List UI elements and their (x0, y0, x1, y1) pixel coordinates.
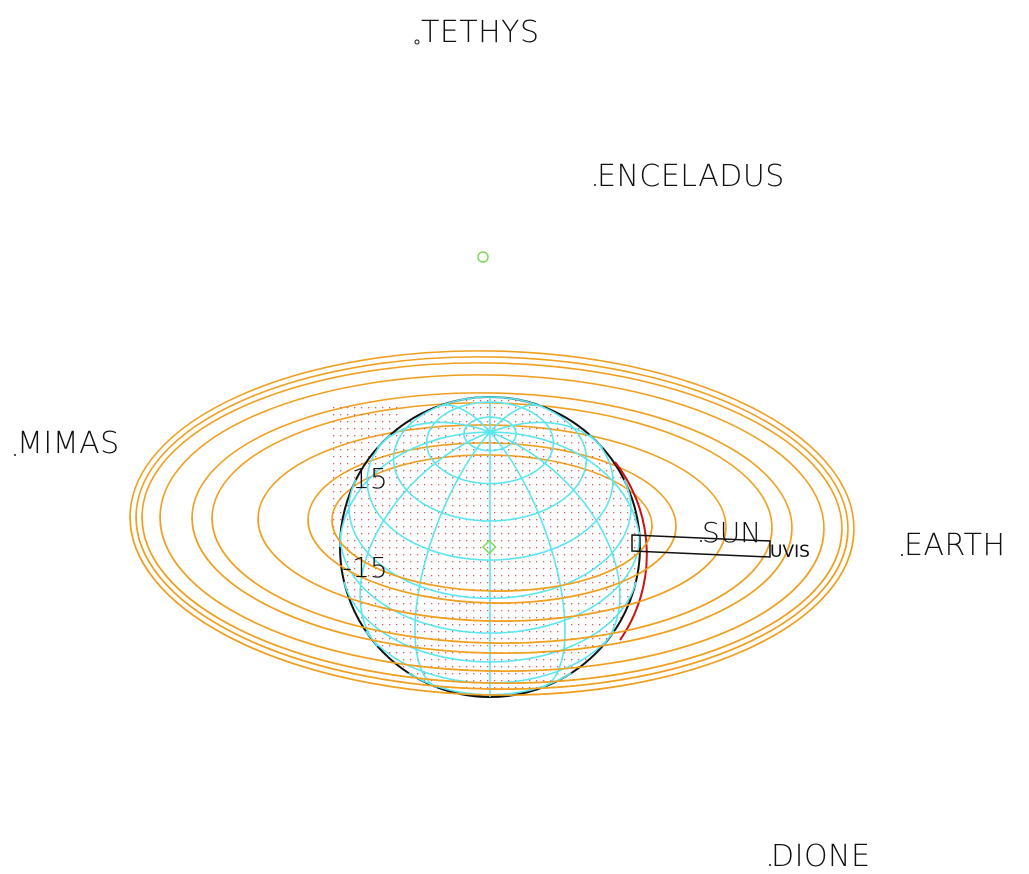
earth-label: EARTH (904, 528, 1006, 563)
terminator-arc (614, 461, 648, 641)
meridian-line (359, 431, 491, 647)
center-marker (481, 539, 497, 555)
dione-label: DIONE (771, 839, 870, 874)
ring-front-1 (135, 515, 849, 690)
tethys-label: TETHYS (421, 15, 540, 50)
mimas-label: MIMAS (17, 426, 120, 461)
tethys-dot (414, 39, 420, 45)
sun-label: SUN (702, 516, 761, 549)
sun-dot (700, 540, 702, 542)
lat-lon-grid (339, 396, 641, 697)
subspacecraft-marker (477, 251, 489, 263)
ring-front-8 (331, 519, 653, 592)
meridian-line (489, 404, 544, 433)
meridian-line (414, 431, 491, 689)
ring-front-6 (257, 518, 727, 622)
meridian-line (489, 431, 621, 647)
ring-front-3 (159, 516, 825, 672)
ring-front-2 (141, 515, 843, 684)
ring-front-7 (307, 519, 677, 604)
latitude-label-negative: -15 (342, 551, 388, 584)
meridian-line (489, 421, 604, 449)
meridian-line (489, 431, 641, 548)
ring-front-0 (129, 515, 855, 696)
meridian-line (436, 404, 491, 433)
latitude-label-positive: 15 (352, 462, 388, 495)
meridian-line (339, 431, 491, 548)
ring-front-4 (191, 516, 793, 654)
enceladus-dot (594, 184, 596, 186)
enceladus-label: ENCELADUS (597, 159, 785, 194)
meridian-line (376, 421, 491, 449)
dione-dot (769, 864, 771, 866)
ring-front-5 (211, 517, 773, 644)
earth-dot (901, 554, 903, 556)
rings-front (129, 515, 855, 696)
meridian-line (489, 431, 566, 689)
mimas-dot (14, 454, 16, 456)
uvis-slit (631, 534, 771, 558)
uvis-label: UVIS (770, 542, 810, 562)
